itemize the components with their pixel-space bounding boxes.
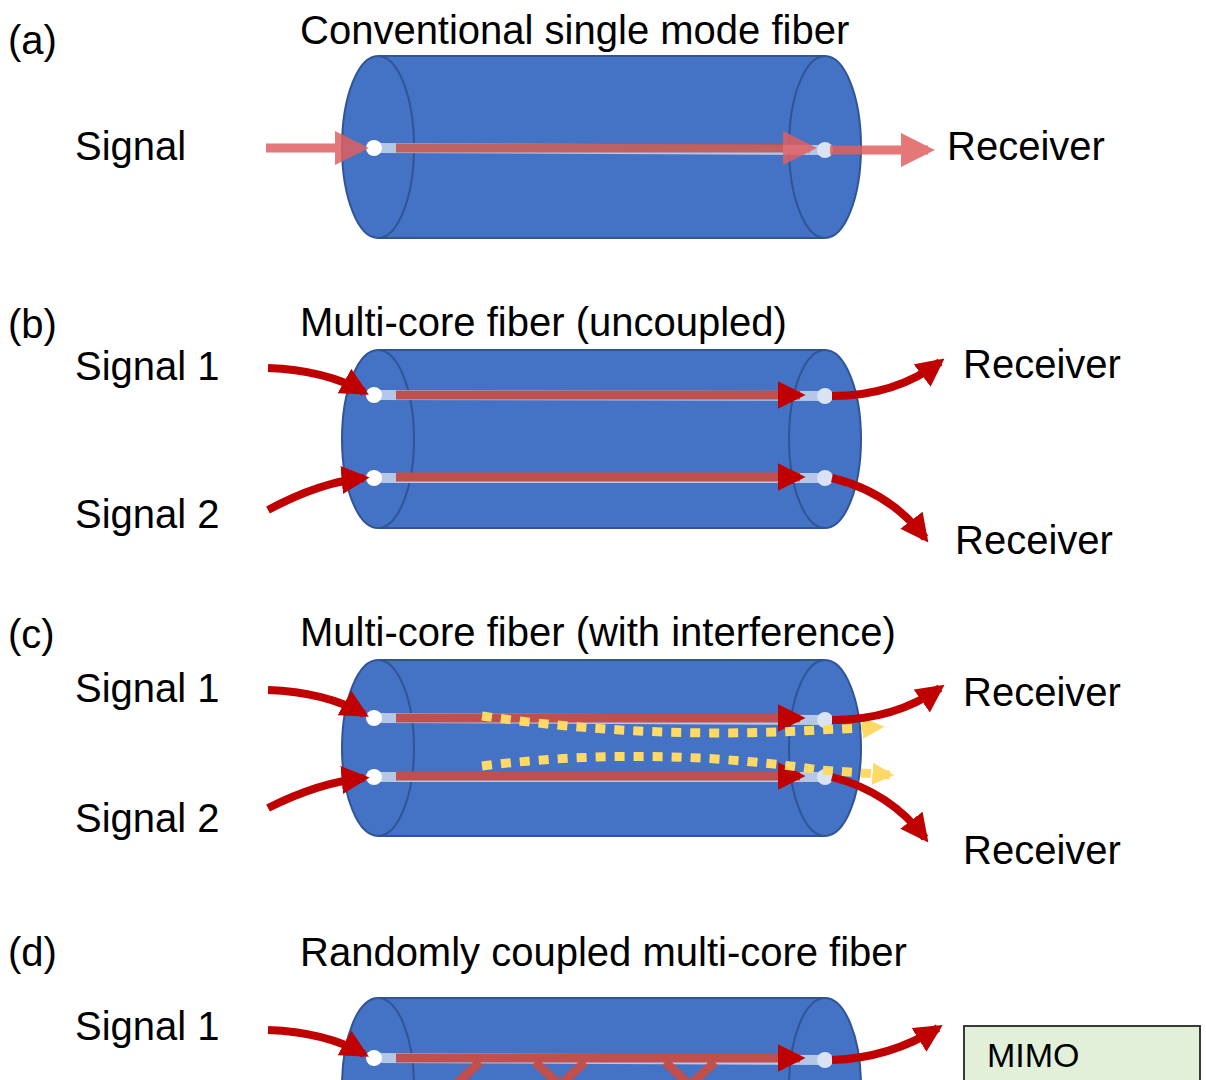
- signal-name: Signal 1: [75, 1004, 220, 1048]
- panel-letter: (c): [8, 612, 55, 656]
- signal-name: Signal 2: [75, 492, 220, 536]
- panel-title: Multi-core fiber (with interference): [300, 610, 896, 654]
- uncoupled-multicore-fiber: [268, 350, 940, 538]
- signal-name: Receiver: [963, 670, 1121, 714]
- signal-name: Signal 1: [75, 666, 220, 710]
- interfering-multicore-fiber: [268, 660, 940, 838]
- panel-letter: (a): [8, 18, 57, 62]
- coupled-multicore-fiber: [268, 998, 938, 1080]
- signal-name: Signal: [75, 124, 186, 168]
- signal-name: Signal 2: [75, 796, 220, 840]
- signal-name: Signal 1: [75, 344, 220, 388]
- panel-title: Multi-core fiber (uncoupled): [300, 300, 787, 344]
- panel-letter: (d): [8, 930, 57, 974]
- panel-title: Conventional single mode fiber: [300, 8, 849, 52]
- signal-name: Receiver: [963, 342, 1121, 386]
- single-mode-fiber: [266, 56, 928, 238]
- panel-title: Randomly coupled multi-core fiber: [300, 930, 907, 974]
- signal-name: Receiver: [963, 828, 1121, 872]
- node-text: MIMO: [987, 1037, 1179, 1074]
- panel-letter: (b): [8, 302, 57, 346]
- signal-name: Receiver: [955, 518, 1113, 562]
- signal-name: Receiver: [947, 124, 1105, 168]
- processor-box: MIMO: [963, 1025, 1201, 1080]
